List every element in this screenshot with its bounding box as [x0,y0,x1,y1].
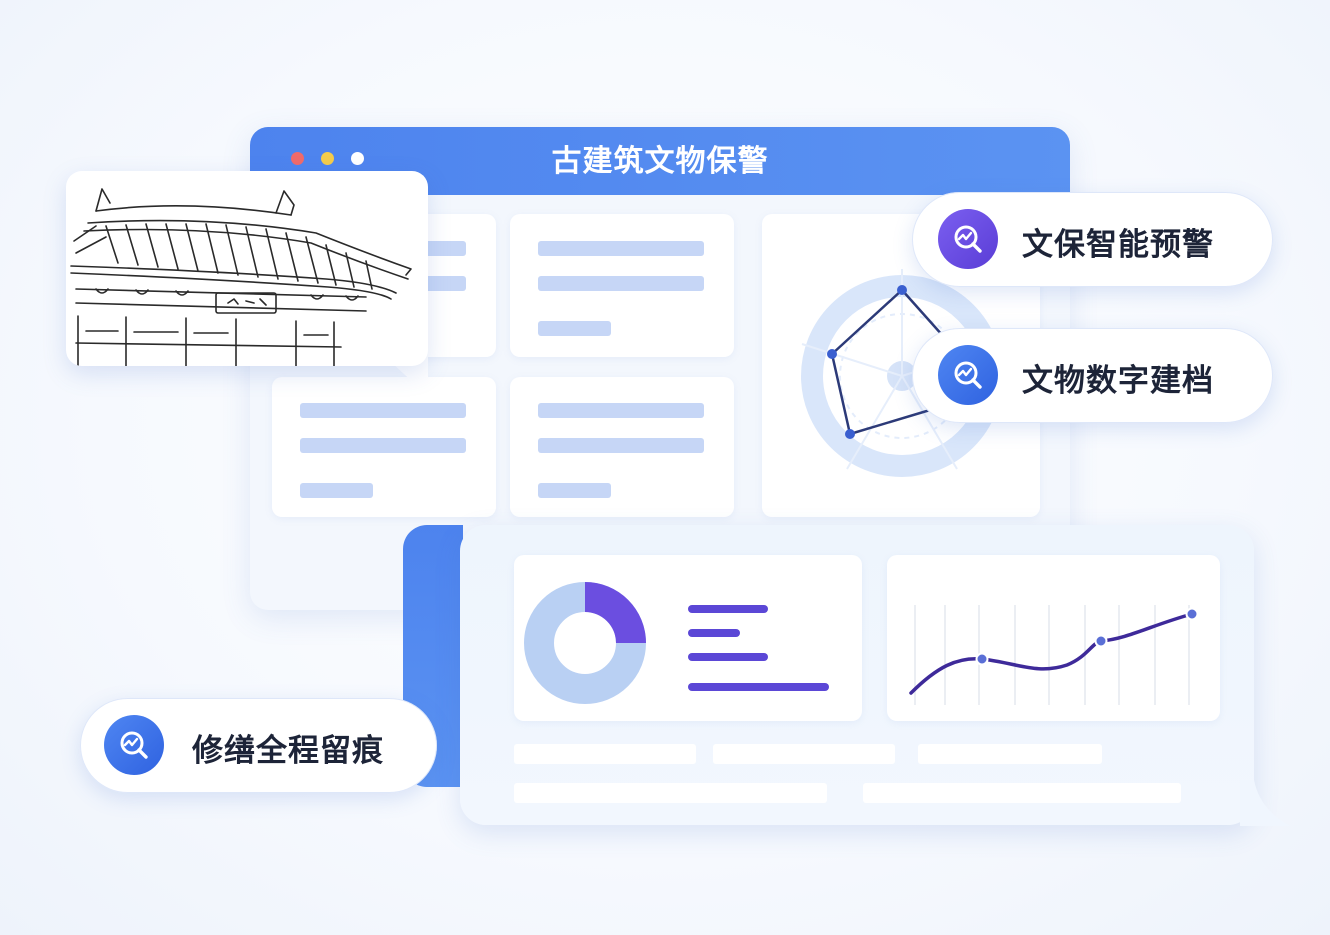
analytics-panel [460,525,1254,825]
info-card-4 [510,377,734,517]
line-chart-graphic [909,605,1199,705]
heritage-building-image [66,171,428,366]
placeholder-bar [863,783,1181,803]
placeholder-bar [713,744,895,764]
placeholder-bar [514,744,696,764]
info-card-2 [510,214,734,357]
ancient-building-drawing [70,188,412,366]
search-trend-icon [938,345,998,405]
feature-label: 修缮全程留痕 [192,733,384,769]
feature-pill-warning[interactable]: 文保智能预警 [912,192,1273,287]
placeholder-bar [918,744,1102,764]
donut-card [514,555,862,721]
window-close-dot[interactable] [291,152,304,165]
info-card-3 [272,377,496,517]
search-trend-icon [104,715,164,775]
panel-bubble-tail [1240,780,1290,826]
feature-label: 文物数字建档 [1022,363,1214,399]
feature-label: 文保智能预警 [1022,227,1214,263]
window-maximize-dot[interactable] [351,152,364,165]
donut-chart-graphic [524,582,829,704]
line-chart-card [887,555,1220,721]
window-minimize-dot[interactable] [321,152,334,165]
window-titlebar: 古建筑文物保警 [250,127,1070,195]
search-trend-icon [938,209,998,269]
feature-pill-repair-log[interactable]: 修缮全程留痕 [80,698,437,793]
placeholder-bar [514,783,827,803]
window-title: 古建筑文物保警 [551,144,769,179]
feature-pill-archive[interactable]: 文物数字建档 [912,328,1273,423]
